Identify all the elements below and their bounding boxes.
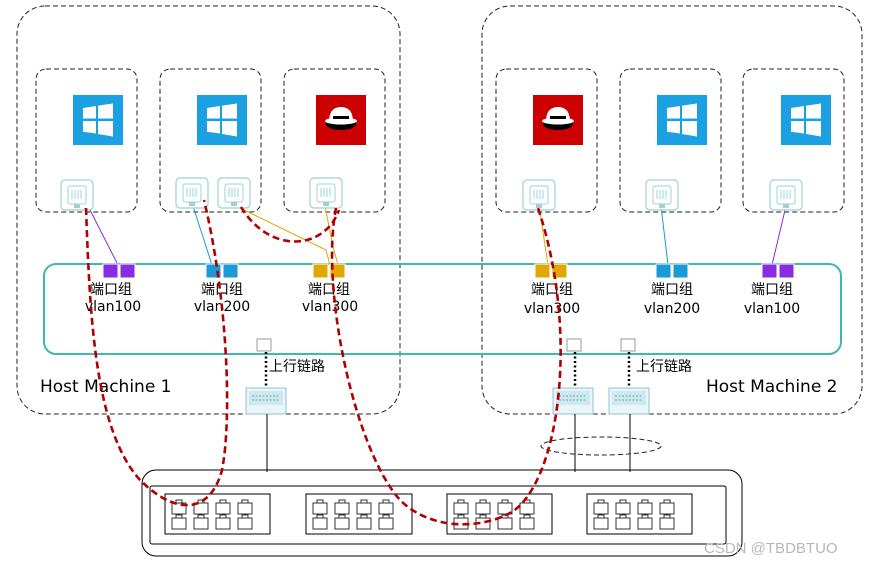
- vnic-icon: [309, 177, 343, 209]
- port-group-vlan300-host1: [312, 263, 346, 279]
- switch-port-block: [164, 493, 271, 535]
- switch-port-block: [305, 493, 413, 535]
- windows-icon: [73, 95, 123, 145]
- port-group-vlan: vlan100: [744, 301, 800, 317]
- physical-nic-icon: [608, 387, 650, 415]
- port-group-label: 端口组: [90, 282, 132, 298]
- vnic-icon: [522, 179, 556, 211]
- port-group-label: 端口组: [201, 282, 243, 298]
- switch-port-block: [586, 493, 693, 535]
- physical-nic-icon: [245, 387, 287, 415]
- nic-team-ellipse: [540, 436, 662, 456]
- windows-icon: [657, 95, 707, 145]
- host-machine-2-box: [481, 5, 863, 415]
- windows-icon: [197, 95, 247, 145]
- uplink-host2-b: [608, 338, 650, 472]
- port-group-vlan100-host1: [102, 263, 136, 279]
- traffic-path-vlan300-local: [239, 206, 341, 243]
- vnic-icon: [769, 179, 803, 211]
- port-group-vlan300-host2: [534, 263, 568, 279]
- port-group-label: 端口组: [751, 282, 793, 298]
- physical-nic-icon: [552, 387, 594, 415]
- vnic-icon: [217, 177, 251, 209]
- port-group-label: 端口组: [651, 282, 693, 298]
- redhat-icon: [316, 95, 366, 145]
- port-group-vlan100-host2: [761, 263, 795, 279]
- watermark: CSDN @TBDBTUO: [704, 540, 838, 557]
- vnic-icon: [645, 179, 679, 211]
- host-machine-1-box: [16, 5, 401, 415]
- virtual-switch-frame: [43, 263, 842, 355]
- port-group-vlan: vlan300: [302, 299, 358, 315]
- port-group-vlan: vlan300: [524, 301, 580, 317]
- port-group-vlan: vlan100: [85, 299, 141, 315]
- vnic-icon: [175, 177, 209, 209]
- host-machine-2-label: Host Machine 2: [706, 377, 838, 397]
- vnic-icon: [60, 179, 94, 211]
- port-group-vlan200-host2: [655, 263, 689, 279]
- physical-switch: [141, 469, 743, 557]
- port-group-label: 端口组: [308, 282, 350, 298]
- traffic-path-vlan300-cross: [330, 204, 562, 526]
- uplink-host1: [245, 338, 287, 472]
- traffic-path-vlan100: [84, 199, 229, 507]
- uplink-host2-a: [552, 338, 594, 472]
- redhat-icon: [533, 95, 583, 145]
- port-group-label: 端口组: [531, 282, 573, 298]
- port-group-vlan200-host1: [205, 263, 239, 279]
- switch-port-block: [446, 493, 553, 535]
- windows-icon: [781, 95, 831, 145]
- port-group-vlan: vlan200: [644, 301, 700, 317]
- uplink-label: 上行链路: [636, 359, 692, 375]
- uplink-label: 上行链路: [269, 359, 325, 375]
- host-machine-1-label: Host Machine 1: [40, 377, 172, 397]
- traffic-paths: [84, 199, 562, 526]
